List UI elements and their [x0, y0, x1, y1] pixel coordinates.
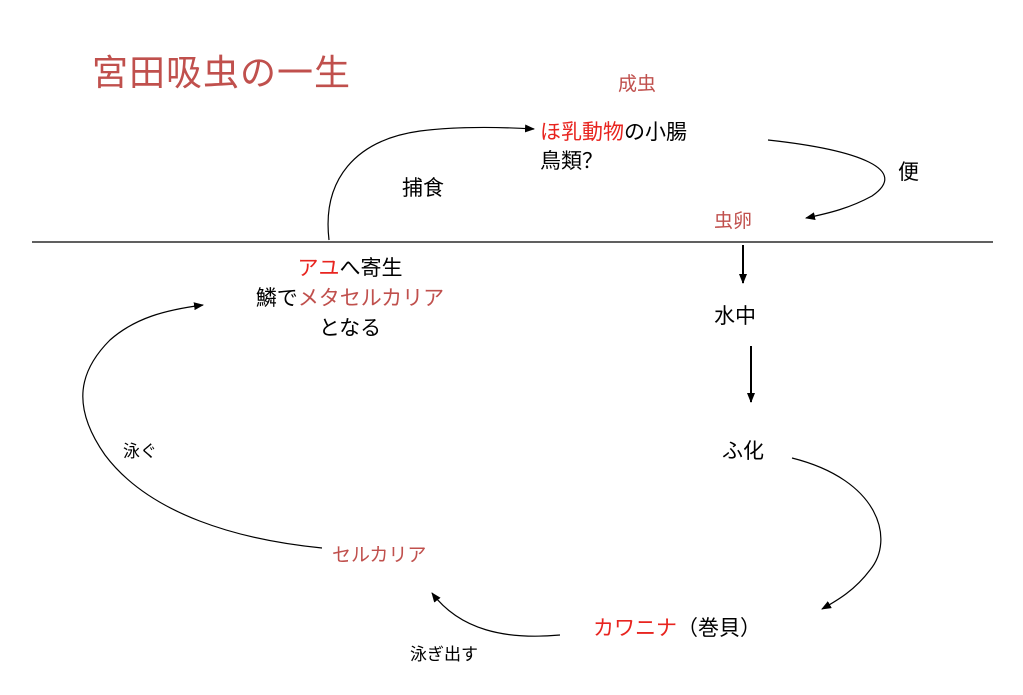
stage-snail: カワニナ（巻貝） [593, 612, 761, 642]
ayu-parasite-label: へ寄生 [339, 256, 403, 280]
ayu-name-label: アユ [297, 256, 340, 280]
label-swim-out: 泳ぎ出す [410, 645, 478, 665]
stage-egg: 虫卵 [714, 210, 753, 232]
stage-ayu: アユへ寄生 鱗でメタセルカリア となる [232, 252, 468, 342]
host-mammal-label: ほ乳動物 [540, 120, 624, 144]
page-title: 宮田吸虫の一生 [92, 53, 352, 94]
label-predation: 捕食 [402, 176, 444, 200]
metacercaria-label: メタセルカリア [297, 286, 445, 310]
host-intestine-label: の小腸 [624, 120, 687, 144]
arrow-swim-out [431, 592, 561, 637]
label-swim: 泳ぐ [123, 442, 157, 462]
stage-hatch: ふ化 [722, 439, 764, 463]
stage-adult: 成虫 [618, 73, 657, 95]
arrow-predation [327, 124, 535, 241]
stage-cercaria: セルカリア [332, 544, 427, 566]
arrow-hatch-to-snail [791, 457, 882, 610]
arrow-swim [82, 302, 323, 549]
label-feces: 便 [898, 160, 919, 184]
scale-prefix-label: 鱗で [255, 286, 298, 310]
snail-name-label: カワニナ [593, 616, 677, 640]
ayu-line-3: となる [318, 316, 382, 340]
snail-type-label: （巻貝） [677, 616, 761, 640]
ayu-line-1: アユへ寄生 [232, 252, 468, 282]
ayu-line-2: 鱗でメタセルカリア [232, 282, 468, 312]
arrow-feces [767, 139, 886, 221]
stage-host-main: ほ乳動物の小腸 [540, 116, 687, 146]
stage-host-alt: 鳥類？ [540, 149, 603, 173]
stage-water: 水中 [714, 304, 756, 328]
